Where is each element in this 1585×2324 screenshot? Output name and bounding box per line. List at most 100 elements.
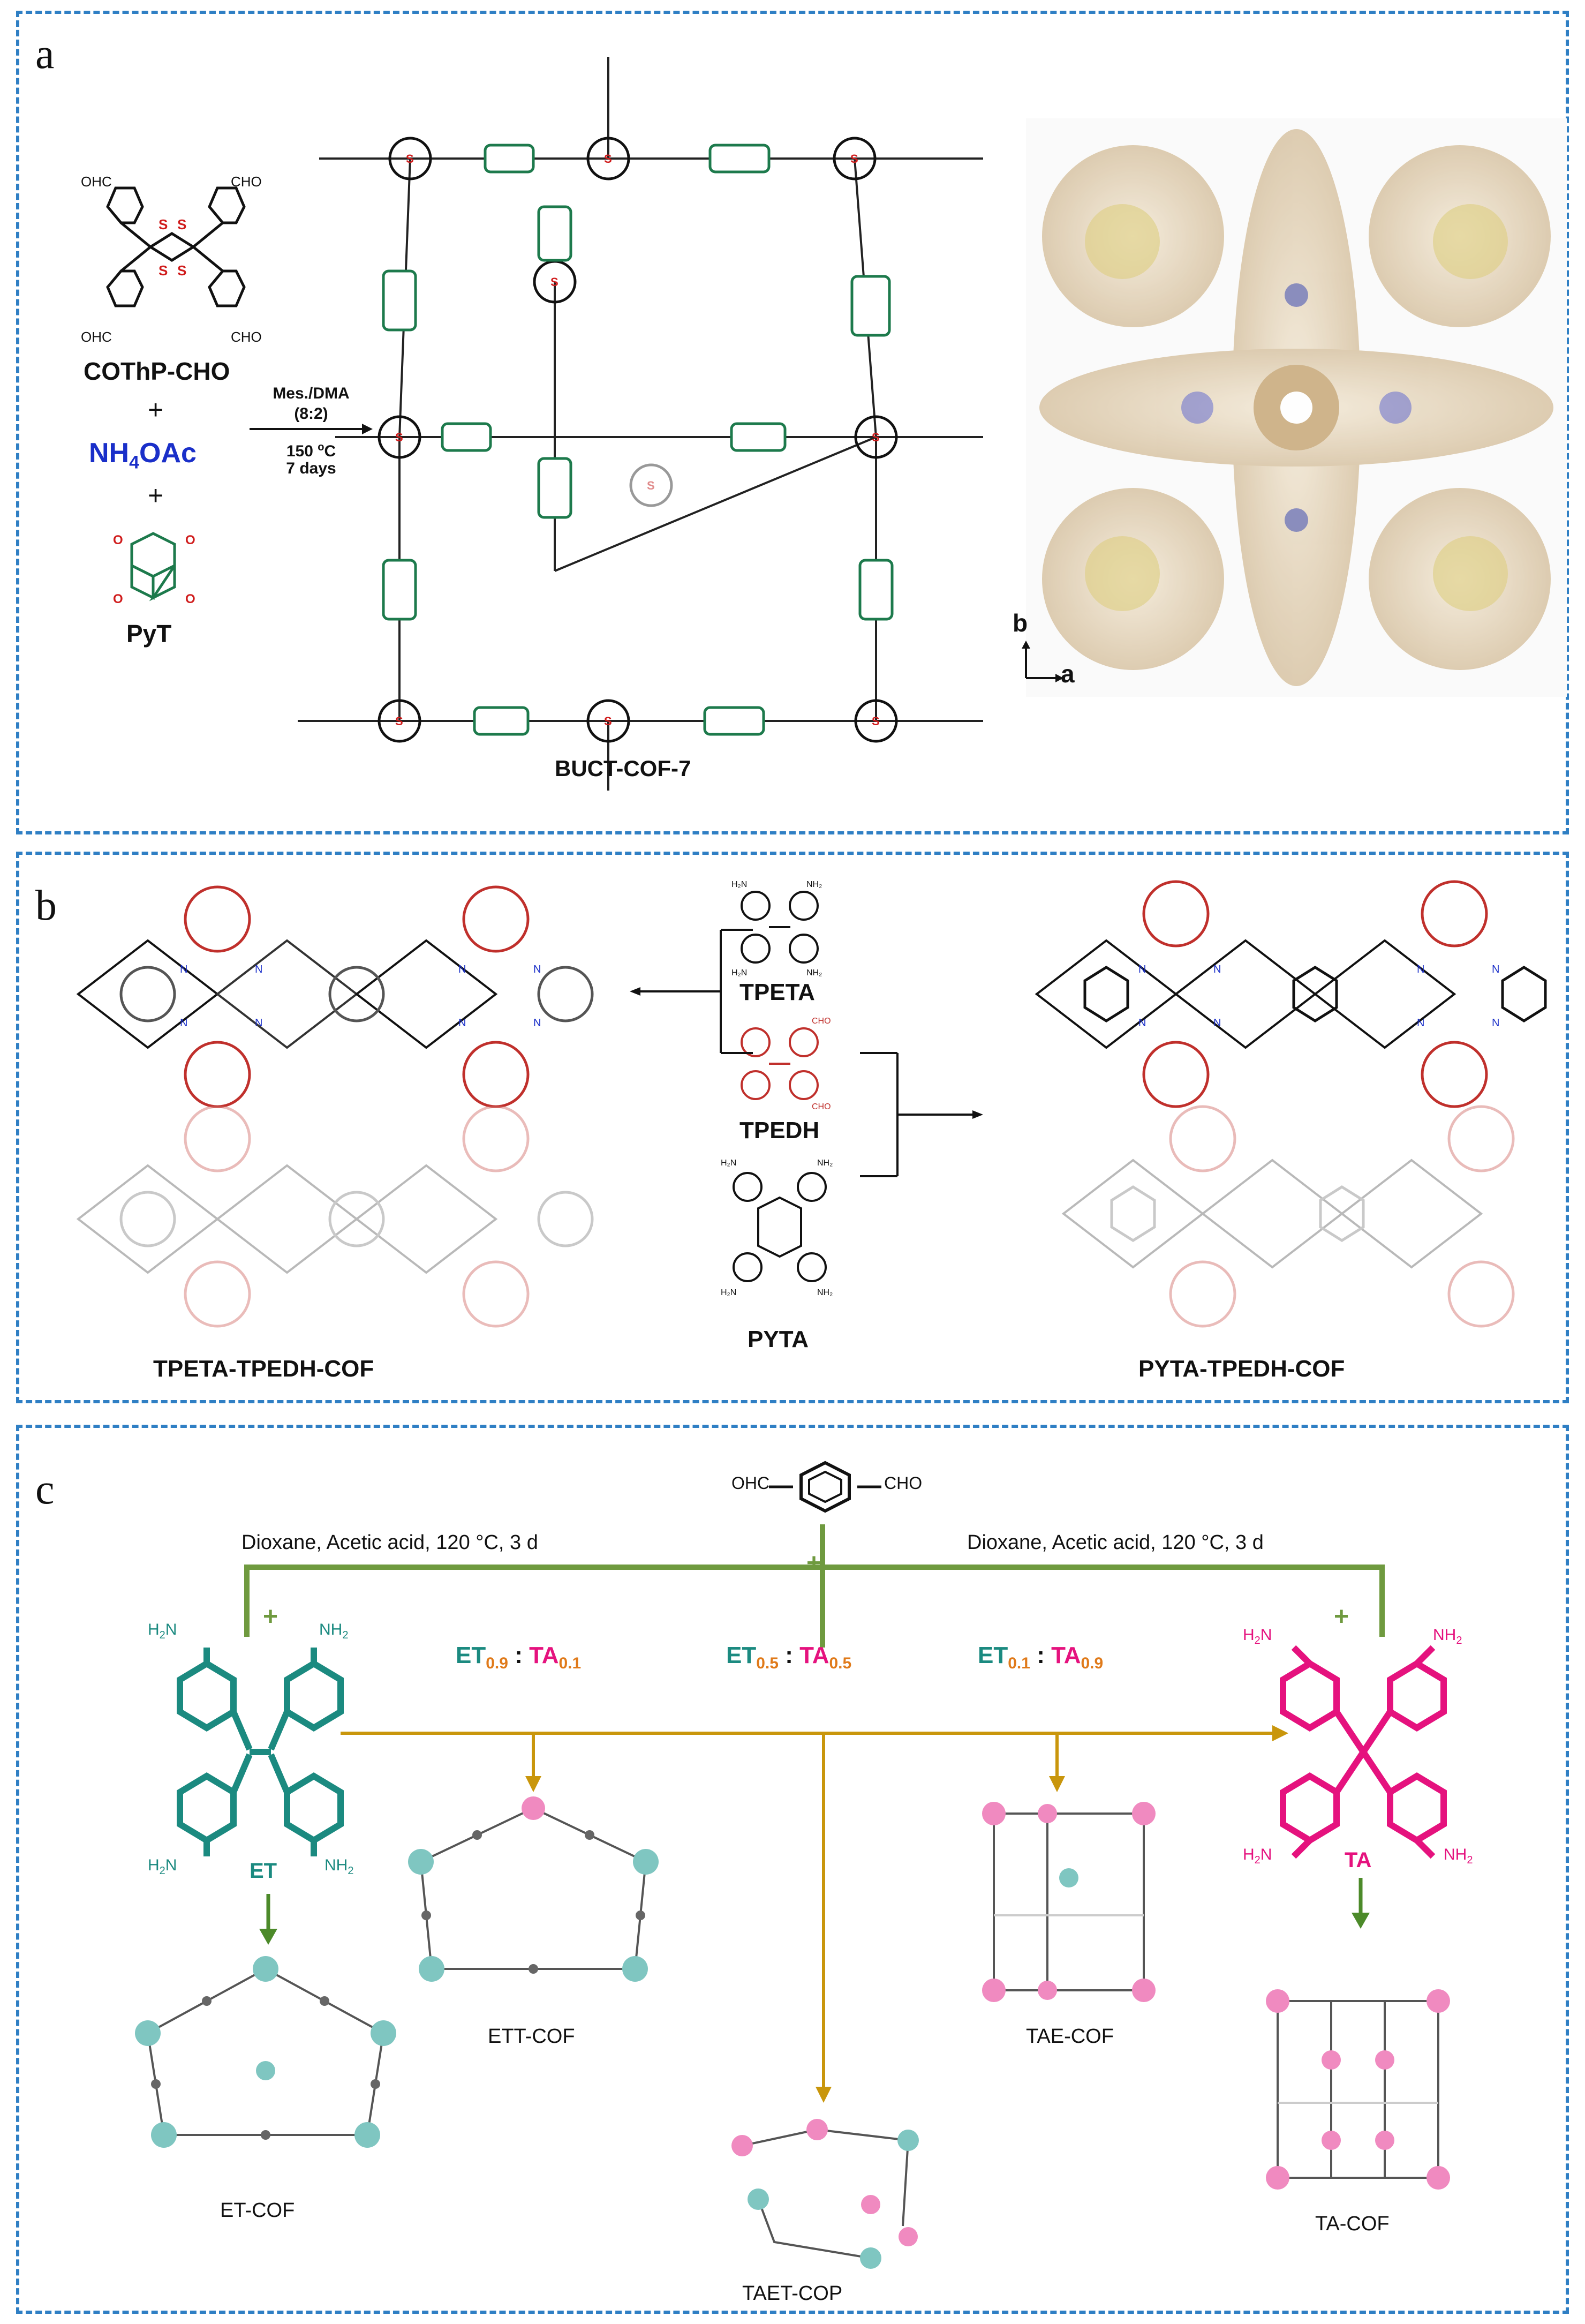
svg-text:S: S [604,152,612,166]
monomer-nh4oac: NH4OAc [89,438,197,473]
et-h2n-label: H2N [148,1856,177,1877]
svg-text:H₂N: H₂N [731,968,747,977]
sulfur-label: S [159,216,168,232]
ett-cof-network [408,1796,659,1982]
terephthalaldehyde-structure [769,1461,881,1513]
svg-text:N: N [1417,964,1424,975]
panel-a: a S S S S OHC CHO OHC CHO COThP-CHO + NH… [16,11,1569,834]
et-cof-network [135,1956,396,2148]
product-tpeta-tpedh-cof: TPETA-TPEDH-COF [153,1356,374,1382]
svg-text:CHO: CHO [812,1017,831,1026]
svg-text:H₂N: H₂N [721,1288,736,1297]
product-ta-cof: TA-COF [1315,2213,1390,2235]
svg-text:NH₂: NH₂ [817,1288,833,1297]
svg-text:S: S [406,152,414,166]
svg-text:N: N [458,964,466,975]
panel-a-label: a [35,31,55,78]
svg-text:S: S [647,479,655,492]
product-taet-cop: TAET-COP [742,2282,843,2305]
sulfur-label: S [159,262,168,279]
svg-text:O: O [185,592,195,606]
ta-monomer-structure [1280,1645,1447,1859]
crystal-structure-view [1026,118,1567,697]
sulfur-label: S [177,262,186,279]
monomer-ta: TA [1345,1848,1372,1872]
ohc-label: OHC [81,329,112,345]
svg-text:N: N [533,964,541,975]
linker-ohc: OHC [731,1473,770,1493]
linker-cho: CHO [884,1473,923,1493]
svg-text:N: N [1492,1017,1499,1029]
svg-text:O: O [185,533,195,547]
axis-b-label: b [1013,609,1028,637]
ta-nh2-label: NH2 [1433,1626,1462,1646]
svg-text:N: N [1213,1017,1221,1029]
svg-text:S: S [550,275,558,289]
svg-text:S: S [872,431,880,444]
svg-text:S: S [850,152,858,166]
monomer-tpeta: TPETA [739,979,815,1005]
monomer-et: ET [250,1859,277,1883]
green-down-arrow-et [259,1894,277,1945]
et-monomer-structure [177,1648,344,1856]
ratio-et05-ta05: ET0.5 : TA0.5 [726,1642,852,1672]
et-nh2-label: NH2 [319,1621,349,1641]
panel-c: c OHC CHO Dioxane, Acetic acid, 120 °C, … [16,1425,1569,2314]
green-down-arrow-ta [1352,1878,1370,1929]
product-ett-cof: ETT-COF [488,2025,575,2048]
sulfur-label: S [177,216,186,232]
ta-h2n-label: H2N [1243,1626,1272,1646]
plus-sign: + [148,480,164,510]
monomer-cothp-cho: COThP-CHO [84,357,230,385]
product-pyta-tpedh-cof: PYTA-TPEDH-COF [1138,1356,1345,1382]
svg-text:N: N [180,1017,187,1029]
tae-cof-network [982,1802,1156,2002]
reaction-arrow [250,424,373,434]
axis-indicator [1022,641,1063,682]
condition-solvent: Mes./DMA [273,385,350,402]
monomer-pyta: PYTA [748,1326,809,1352]
condition-ratio: (8:2) [294,405,328,423]
svg-text:S: S [604,715,612,728]
svg-text:N: N [1138,1017,1146,1029]
product-et-cof: ET-COF [220,2199,295,2222]
cothp-nodes: S S S S S S S S S S [378,137,898,743]
svg-text:N: N [458,1017,466,1029]
svg-text:NH₂: NH₂ [806,880,822,889]
svg-text:N: N [1213,964,1221,975]
ta-cof-network [1266,1989,1450,2190]
buct-cof-7-network: S S S S S S S S S S [298,57,983,791]
monomer-pyt: PyT [126,620,172,648]
plus-sign: + [148,395,164,425]
panel-b-label: b [35,882,57,929]
gold-reaction-arrows [341,1725,1288,2103]
svg-text:N: N [180,964,187,975]
svg-text:H₂N: H₂N [721,1159,736,1168]
product-buct-cof-7: BUCT-COF-7 [555,756,691,781]
svg-text:N: N [533,1017,541,1029]
condition-temperature: 150 oC [286,441,336,460]
ohc-label: OHC [81,174,112,190]
cho-label: CHO [231,174,262,190]
cho-label: CHO [231,329,262,345]
plus-sign: + [263,1603,278,1631]
svg-text:N: N [255,964,262,975]
taet-cop-network [731,2119,919,2269]
svg-text:O: O [113,592,123,606]
et-nh2-label: NH2 [324,1856,354,1877]
condition-left: Dioxane, Acetic acid, 120 °C, 3 d [241,1531,538,1554]
svg-text:N: N [1492,964,1499,975]
cothp-cho-structure: S S S S [106,186,246,307]
axis-a-label: a [1061,660,1075,688]
reaction-arrows [630,929,983,1177]
svg-text:S: S [395,715,403,728]
et-h2n-label: H2N [148,1621,177,1641]
ratio-et09-ta01: ET0.9 : TA0.1 [456,1642,582,1672]
svg-text:N: N [1138,964,1146,975]
pyrene-linkers [382,144,894,736]
